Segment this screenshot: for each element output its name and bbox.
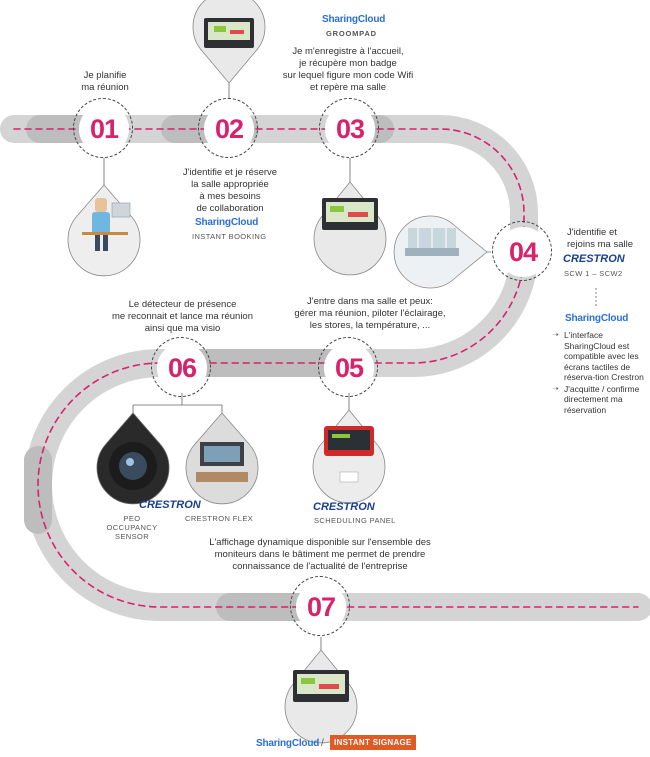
step-06-brand: CRESTRON <box>139 499 201 511</box>
bullet-text: L'interface SharingCloud est compatible … <box>564 330 644 382</box>
step-04-brand: CRESTRON <box>563 253 625 265</box>
step-number: 01 <box>79 104 129 154</box>
step-number: 04 <box>498 227 548 277</box>
step-number: 06 <box>157 343 207 393</box>
step-number: 03 <box>325 104 375 154</box>
pin-occupancy-sensor-illustration <box>96 412 170 505</box>
bullet-text: J'acquitte / confirme directement ma rés… <box>564 383 640 415</box>
pin-person-illustration <box>67 184 141 277</box>
step-02-text: J'identifie et je réserve la salle appro… <box>182 167 278 214</box>
pin-tablet-illustration <box>192 0 266 84</box>
pin-crestron-flex-illustration <box>185 412 259 505</box>
step-number: 05 <box>324 343 374 393</box>
pin-groompad-illustration <box>313 181 387 276</box>
step-04-bullets: ➝ L'interface SharingCloud est compatible… <box>552 330 646 416</box>
step-04-brand2: SharingCloud <box>565 313 629 324</box>
step-01-text: Je planifie ma réunion <box>81 70 129 93</box>
step-06-product-2: CRESTRON FLEX <box>185 514 254 523</box>
step-03-product: GROOMPAD <box>326 29 377 38</box>
step-number: 07 <box>296 582 346 632</box>
step-06-badge: 06 <box>151 337 211 397</box>
step-03-text: Je m'enregistre à l'accueil, je récupère… <box>282 46 414 93</box>
step-05-brand: CRESTRON <box>313 501 375 513</box>
step-07-brand: SharingCloud <box>256 738 320 749</box>
step-02-badge: 02 <box>198 98 258 158</box>
step-05-product: SCHEDULING PANEL <box>314 516 396 525</box>
step-07-text: L'affichage dynamique disponible sur l'e… <box>209 537 431 572</box>
step-05-text: J'entre dans ma salle et peux: gérer ma … <box>294 296 446 331</box>
step-04-badge: 04 <box>492 221 552 281</box>
step-06-text: Le détecteur de présence me reconnait et… <box>112 299 253 334</box>
pin-scheduling-panel-illustration <box>312 409 386 504</box>
step-03-badge: 03 <box>319 98 379 158</box>
step-07-brand2: INSTANT SIGNAGE <box>330 735 416 750</box>
step-02-brand: SharingCloud <box>195 217 259 228</box>
step-06-product-1: PEO OCCUPANCY SENSOR <box>106 514 158 541</box>
arrow-right-icon: ➝ <box>552 330 559 339</box>
pin-signage-illustration <box>284 649 358 744</box>
step-number: 02 <box>204 104 254 154</box>
arrow-right-icon: ➝ <box>552 383 559 393</box>
step-04-product: SCW 1 – SCW2 <box>564 269 623 278</box>
connector-06 <box>132 392 223 413</box>
step-04-text: J'identifie et rejoins ma salle <box>567 227 633 250</box>
brand-separator: / <box>321 738 324 749</box>
pin-room-illustration <box>393 215 488 289</box>
step-05-badge: 05 <box>318 337 378 397</box>
step-02-product: INSTANT BOOKING <box>192 232 267 241</box>
step-04-bullet-item: ➝ L'interface SharingCloud est compatible… <box>552 330 646 383</box>
step-04-bullet-item: ➝ J'acquitte / confirme directement ma ré… <box>552 384 646 416</box>
step-03-brand: SharingCloud <box>322 14 386 25</box>
step-07-badge: 07 <box>290 576 350 636</box>
step-01-badge: 01 <box>73 98 133 158</box>
